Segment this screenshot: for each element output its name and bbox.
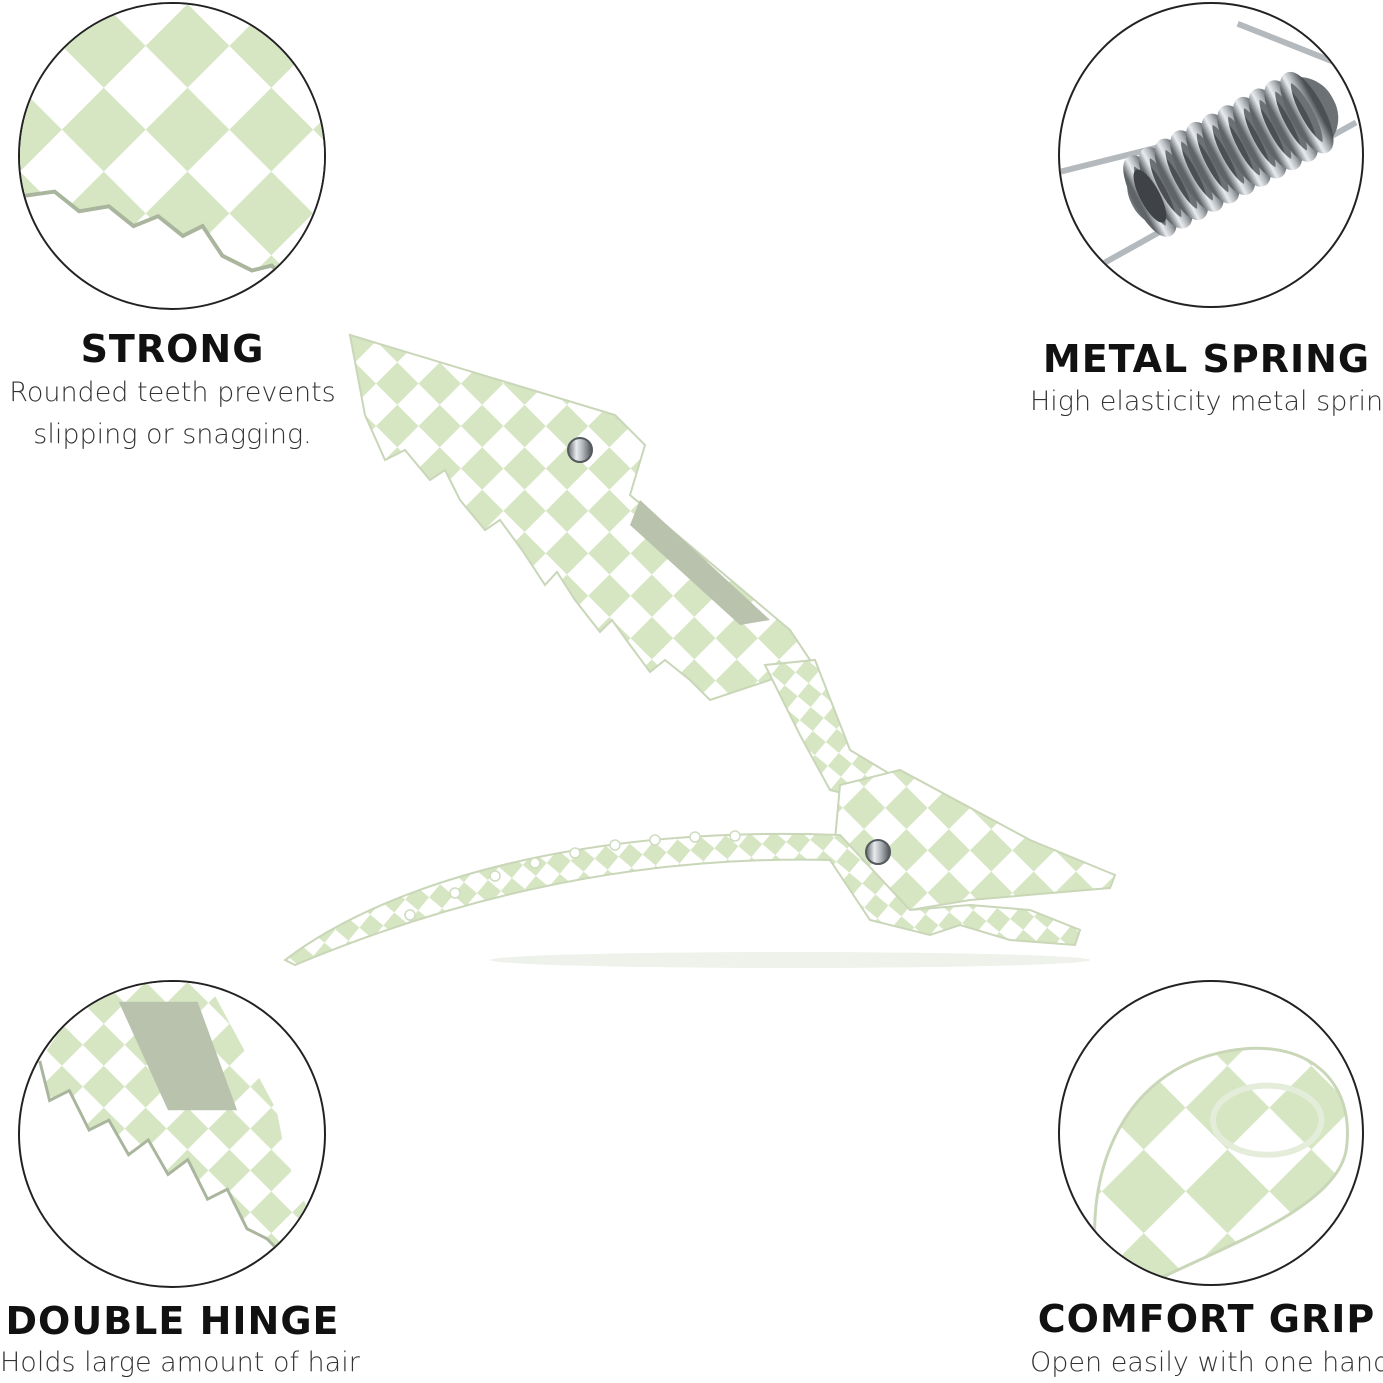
strong-description-line1: Rounded teeth prevents — [9, 377, 336, 408]
grip-closeup-icon — [1093, 1046, 1349, 1284]
comfort-grip-title: COMFORT GRIP — [1037, 1297, 1376, 1341]
double-hinge-title: DOUBLE HINGE — [5, 1299, 340, 1343]
double-hinge-description: Holds large amount of hair — [0, 1347, 360, 1378]
teeth-closeup-icon — [20, 4, 324, 302]
double-hinge-detail-image — [18, 980, 326, 1288]
metal-spring-description: High elasticity metal spring — [1030, 386, 1383, 417]
metal-spring-detail-image — [1058, 2, 1364, 308]
metal-spring-title: METAL SPRING — [1042, 337, 1371, 381]
strong-title: STRONG — [80, 327, 265, 371]
hinge-closeup-icon — [38, 982, 317, 1280]
comfort-grip-detail-image — [1058, 980, 1364, 1286]
hair-clip-icon — [283, 333, 1117, 968]
hair-clip-product-image — [270, 320, 1140, 980]
strong-description-line2: slipping or snagging. — [33, 419, 312, 450]
comfort-grip-description: Open easily with one hand — [1030, 1347, 1383, 1378]
spring-icon — [1060, 20, 1362, 269]
strong-detail-image — [18, 2, 326, 310]
